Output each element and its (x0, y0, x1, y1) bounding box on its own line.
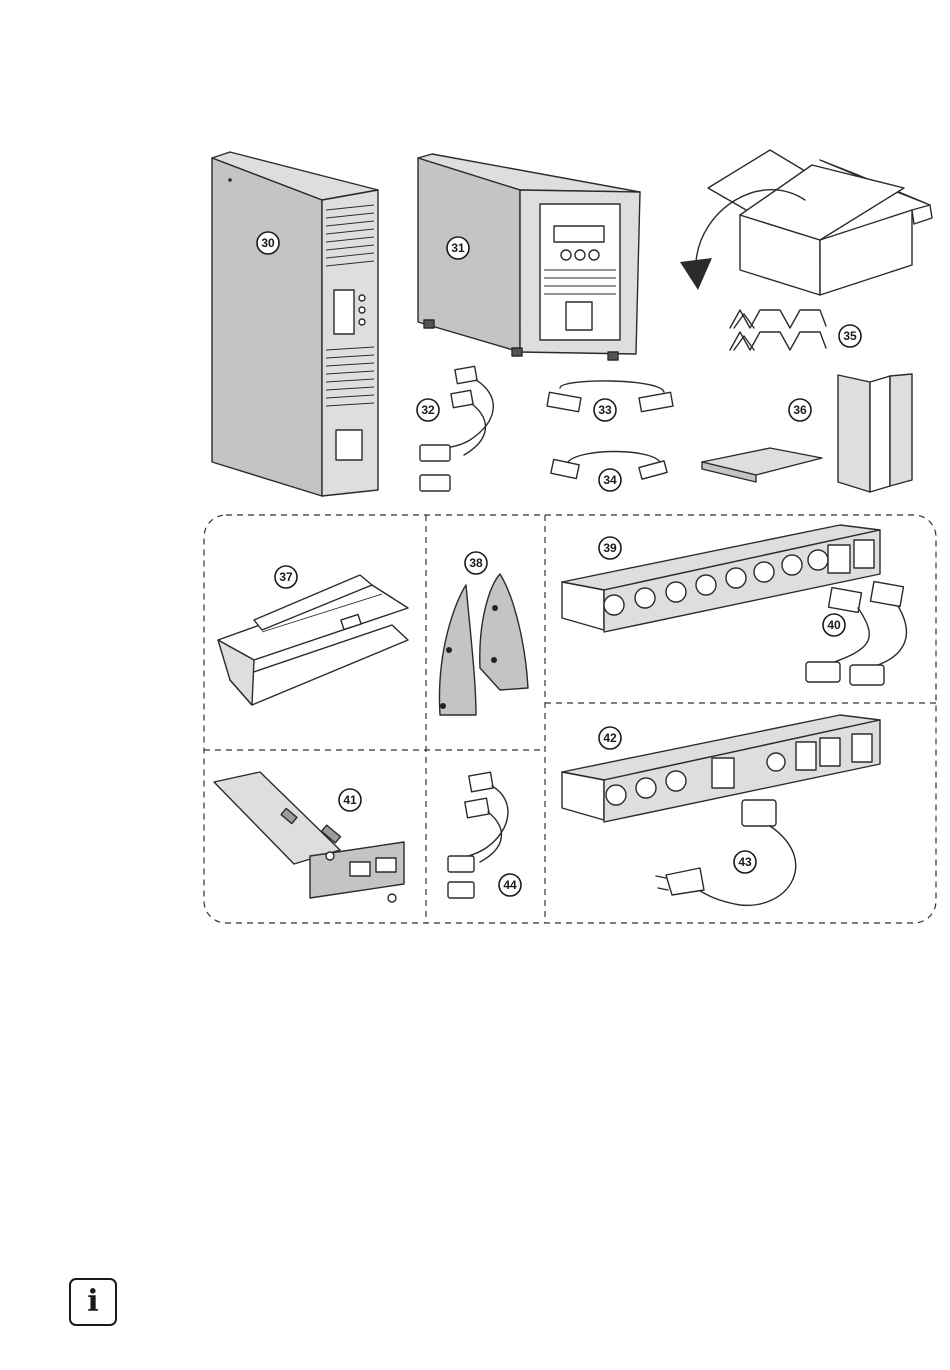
callout-41: 41 (339, 789, 361, 811)
callout-38-label: 38 (469, 556, 483, 570)
output-cables-44 (448, 772, 508, 898)
callout-39: 39 (599, 537, 621, 559)
output-cables-32 (420, 366, 493, 491)
cardboard-box (680, 150, 932, 295)
callout-37: 37 (275, 566, 297, 588)
callout-36: 36 (789, 399, 811, 421)
callout-40: 40 (823, 614, 845, 636)
callout-43: 43 (734, 851, 756, 873)
callout-44-label: 44 (503, 878, 517, 892)
callout-37-label: 37 (279, 570, 293, 584)
rail-kit-box (218, 575, 408, 705)
callout-44: 44 (499, 874, 521, 896)
callout-33-label: 33 (598, 403, 612, 417)
callout-36-label: 36 (793, 403, 807, 417)
user-documentation (702, 374, 912, 492)
tower-stand-feet (439, 574, 528, 715)
callout-38: 38 (465, 552, 487, 574)
callout-43-label: 43 (738, 855, 752, 869)
callout-35: 35 (839, 325, 861, 347)
callout-41-label: 41 (343, 793, 357, 807)
info-icon-glyph: i (71, 1280, 115, 1324)
callout-34-label: 34 (603, 473, 617, 487)
callout-30: 30 (257, 232, 279, 254)
callout-32: 32 (417, 399, 439, 421)
callout-40-label: 40 (827, 618, 841, 632)
callout-31-label: 31 (451, 241, 465, 255)
callout-39-label: 39 (603, 541, 617, 555)
callout-35-label: 35 (843, 329, 857, 343)
callout-31: 31 (447, 237, 469, 259)
callout-32-label: 32 (421, 403, 435, 417)
callout-34: 34 (599, 469, 621, 491)
callout-33: 33 (594, 399, 616, 421)
mains-cable-43 (656, 800, 796, 905)
callout-42-label: 42 (603, 731, 617, 745)
rack-brackets (730, 310, 826, 350)
ups-rack-tower-unit (212, 152, 378, 496)
callout-30-label: 30 (261, 236, 275, 250)
network-management-card (214, 772, 404, 902)
pdu-cables-40 (806, 582, 906, 685)
callout-42: 42 (599, 727, 621, 749)
info-icon: i (69, 1278, 117, 1326)
